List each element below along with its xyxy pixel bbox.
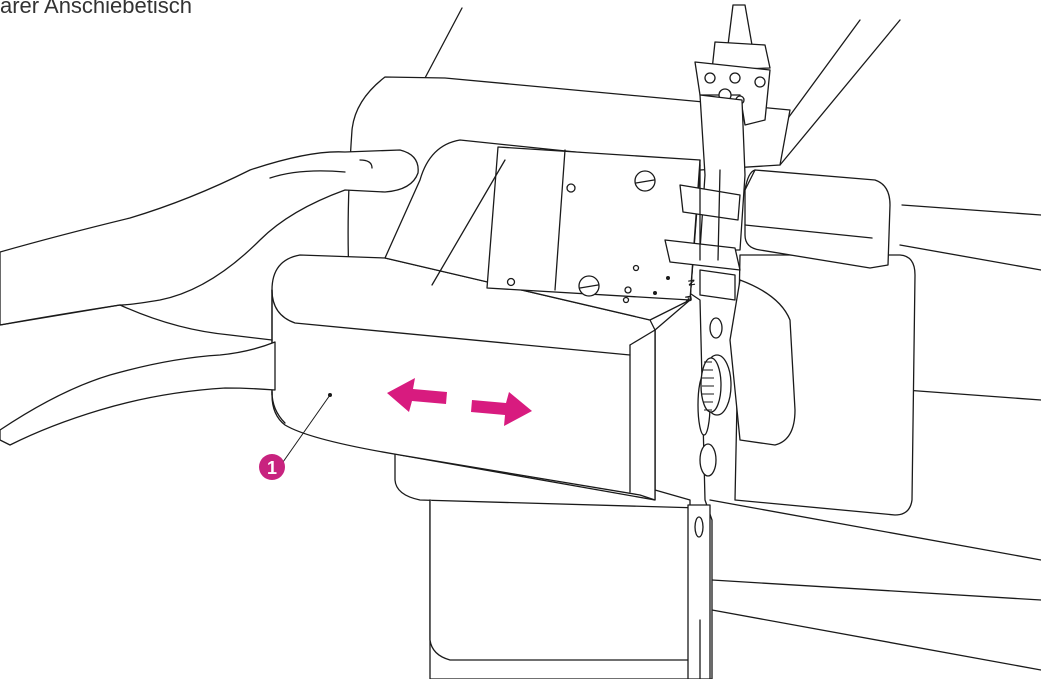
leader-line — [282, 394, 331, 463]
direction-arrows — [387, 378, 532, 426]
plate-mark-r: R — [683, 295, 694, 304]
side-housing — [729, 169, 891, 446]
knob — [700, 317, 732, 416]
presser-foot-assembly — [664, 4, 771, 301]
needle-plate: N R — [384, 139, 701, 321]
plate-mark-n: N — [686, 279, 697, 287]
callout-badge: 1 — [259, 454, 285, 480]
lower-body — [394, 449, 701, 679]
arrow-left-icon — [387, 378, 447, 412]
callout-number: 1 — [267, 458, 277, 478]
leader-dot — [328, 393, 332, 397]
hand — [0, 149, 419, 446]
arrow-right-icon — [471, 392, 532, 426]
caption-text: arer Anschiebetisch — [0, 0, 192, 18]
